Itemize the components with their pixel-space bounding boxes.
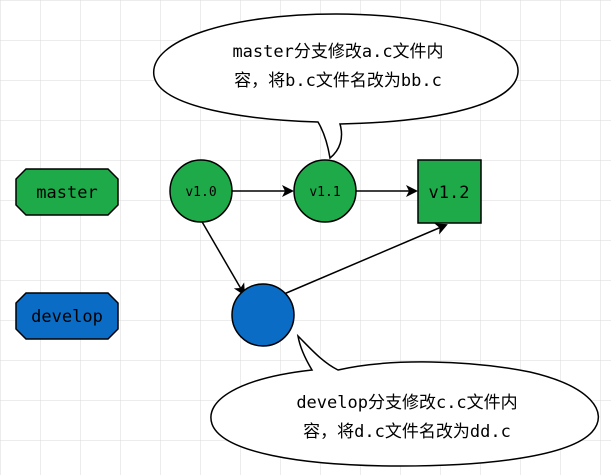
commit-v1_1-node xyxy=(293,159,357,223)
branch-master-shape xyxy=(15,168,119,216)
commit-develop xyxy=(231,283,295,347)
edge-develop-commit-to-v1_2 xyxy=(283,223,448,295)
develop-callout-line1: develop分支修改c.c文件内 xyxy=(296,393,517,413)
commit-v1_1-label: v1.1 xyxy=(309,185,340,200)
edge-v1_0-to-develop-commit xyxy=(200,219,246,296)
branch-master: master xyxy=(15,168,119,216)
commit-v1_2: v1.2 xyxy=(417,159,482,224)
branch-develop: develop xyxy=(15,292,119,340)
branch-develop-shape xyxy=(15,292,119,340)
master-callout-line2: 容，将b.c文件名改为bb.c xyxy=(234,71,442,91)
commit-v1_2-label: v1.2 xyxy=(429,183,470,203)
develop-callout-line2: 容，将d.c文件名改为dd.c xyxy=(303,422,511,442)
commit-develop-node xyxy=(231,283,295,347)
master-callout: master分支修改a.c文件内 容，将b.c文件名改为bb.c xyxy=(153,13,519,160)
develop-callout-bubble xyxy=(210,333,600,467)
master-callout-line1: master分支修改a.c文件内 xyxy=(232,42,443,62)
commit-v1_0-label: v1.0 xyxy=(185,185,216,200)
develop-callout: develop分支修改c.c文件内 容，将d.c文件名改为dd.c xyxy=(210,333,600,467)
branch-master-label: master xyxy=(36,183,97,203)
commit-v1_1: v1.1 xyxy=(293,159,357,223)
master-callout-bubble xyxy=(153,13,519,160)
branch-develop-label: develop xyxy=(31,307,103,327)
commit-v1_0: v1.0 xyxy=(169,159,233,223)
commit-v1_0-node xyxy=(169,159,233,223)
commit-v1_2-node xyxy=(417,159,482,224)
